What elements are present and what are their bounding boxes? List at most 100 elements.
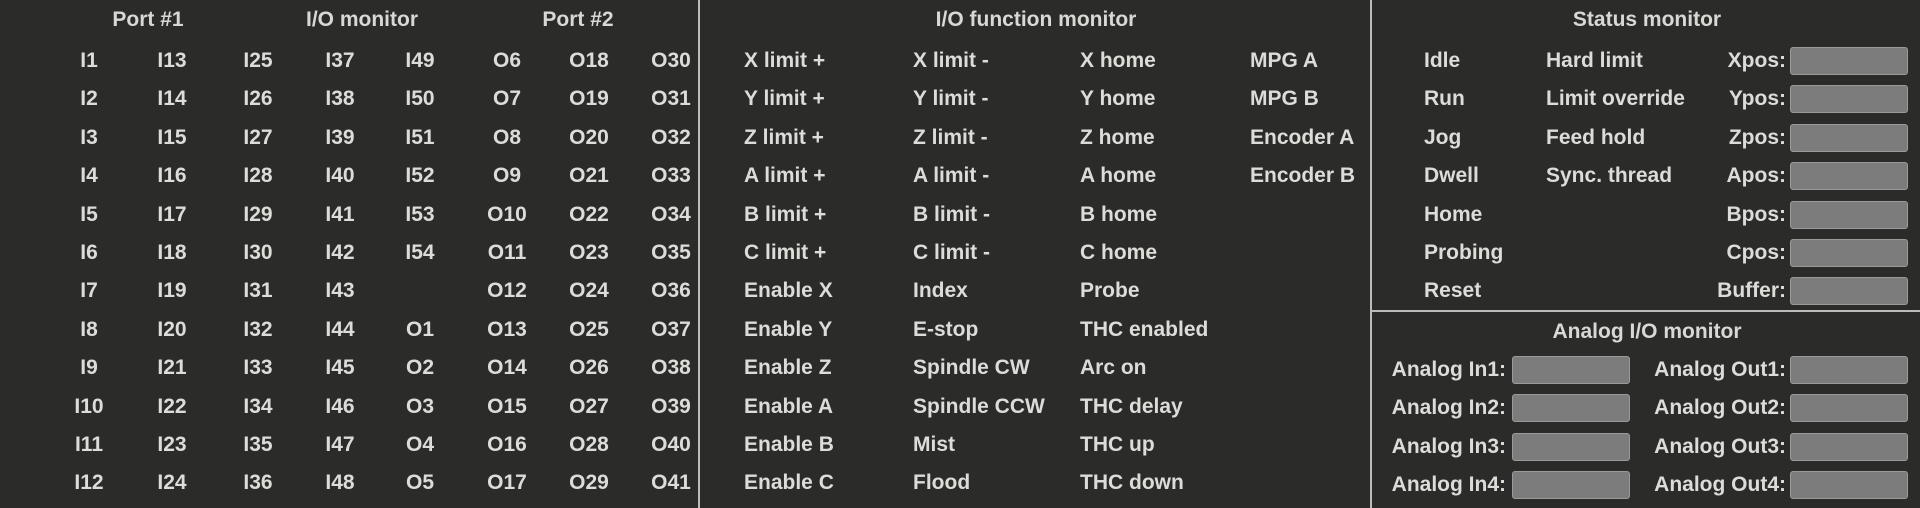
io-pin-indicator: O10 — [487, 202, 527, 226]
io-pin-indicator: O3 — [405, 394, 435, 418]
io-function-indicator: X limit + — [744, 49, 826, 72]
io-pin-indicator: I7 — [80, 279, 98, 303]
io-pin-indicator: I17 — [157, 202, 187, 226]
io-function-monitor-panel: I/O function monitor X limit +Y limit +Z… — [698, 0, 1370, 508]
io-pin-indicator: O17 — [487, 471, 527, 495]
analog-output-readout — [1790, 356, 1908, 384]
io-pin-indicator: O28 — [569, 433, 609, 456]
position-readout-field — [1790, 162, 1908, 191]
io-pin-indicator: O22 — [569, 202, 609, 226]
io-function-indicator: C home — [1080, 241, 1158, 264]
io-function-indicator: THC down — [1080, 471, 1184, 495]
io-function-indicator: Probe — [1080, 279, 1140, 303]
io-pin-indicator: I14 — [157, 87, 187, 111]
position-field-label: Zpos: — [1728, 125, 1786, 149]
io-function-indicator: MPG B — [1250, 87, 1319, 111]
io-pin-indicator: I43 — [325, 279, 355, 303]
io-pin-indicator: I3 — [80, 125, 98, 149]
io-function-indicator: Y home — [1080, 87, 1156, 111]
position-field-label: Bpos: — [1726, 202, 1787, 226]
status-flag-indicator: Feed hold — [1546, 125, 1646, 149]
io-function-indicator: THC up — [1080, 433, 1155, 456]
io-pin-indicator: I45 — [325, 356, 355, 380]
io-pin-indicator: I32 — [243, 317, 273, 341]
io-pin-indicator: O27 — [569, 394, 609, 418]
io-function-indicator: Z home — [1080, 125, 1155, 149]
io-function-indicator: Encoder B — [1250, 164, 1356, 188]
io-pin-indicator: I38 — [325, 87, 355, 111]
status-state-indicator: Dwell — [1424, 164, 1479, 188]
analog-input-readout — [1512, 394, 1630, 423]
io-pin-indicator: I5 — [80, 202, 98, 226]
io-pin-indicator: I6 — [80, 241, 98, 264]
io-pin-indicator: I31 — [243, 279, 273, 303]
io-function-indicator: A home — [1080, 164, 1157, 188]
io-pin-indicator: I2 — [80, 87, 98, 111]
io-pin-indicator: I18 — [157, 241, 187, 264]
position-readout-field — [1790, 85, 1908, 114]
io-pin-indicator: I20 — [157, 317, 187, 341]
io-pin-indicator: I53 — [405, 202, 435, 226]
io-pin-indicator: I47 — [325, 433, 355, 456]
status-state-indicator: Probing — [1424, 241, 1504, 264]
io-pin-indicator: O15 — [487, 394, 527, 418]
io-pin-indicator: I21 — [157, 356, 187, 380]
io-function-indicator: A limit + — [744, 164, 826, 188]
position-readout-field — [1790, 47, 1908, 75]
io-pin-indicator: I40 — [325, 164, 355, 188]
port1-header: Port #1 — [112, 8, 184, 31]
analog-output-label: Analog Out3: — [1654, 434, 1786, 458]
status-state-indicator: Run — [1424, 87, 1465, 111]
io-function-indicator: Arc on — [1080, 356, 1147, 380]
io-pin-indicator: I26 — [243, 87, 273, 111]
io-function-indicator: Enable Z — [744, 356, 832, 380]
position-field-label: Buffer: — [1717, 279, 1786, 303]
io-pin-indicator: O37 — [651, 317, 691, 341]
analog-io-monitor-panel: Analog I/O monitor Analog In1:Analog In2… — [1370, 310, 1920, 508]
io-pin-indicator: I13 — [157, 49, 187, 72]
io-pin-indicator: I41 — [325, 202, 355, 226]
io-pin-indicator: O32 — [651, 125, 691, 149]
io-pin-indicator: I33 — [243, 356, 273, 380]
analog-input-readout — [1512, 432, 1630, 461]
io-function-indicator: Index — [913, 279, 968, 303]
io-pin-indicator: O41 — [651, 471, 691, 495]
analog-io-monitor-title: Analog I/O monitor — [1552, 320, 1742, 343]
io-pin-indicator: I10 — [74, 394, 104, 418]
io-pin-indicator: I30 — [243, 241, 273, 264]
io-pin-indicator: I37 — [325, 49, 355, 72]
io-pin-indicator: I28 — [243, 164, 273, 188]
io-function-indicator: Enable X — [744, 279, 833, 303]
io-pin-indicator: I34 — [243, 394, 273, 418]
io-pin-indicator: I44 — [325, 317, 355, 341]
io-pin-indicator: I23 — [157, 433, 187, 456]
io-pin-indicator: O4 — [405, 433, 435, 456]
status-monitor-title: Status monitor — [1572, 8, 1722, 31]
io-pin-indicator: O14 — [487, 356, 527, 380]
position-readout-field — [1790, 123, 1908, 152]
io-pin-indicator: O24 — [569, 279, 609, 303]
io-pin-indicator: I9 — [80, 356, 98, 380]
io-pin-indicator: I50 — [405, 87, 435, 111]
io-pin-indicator: O36 — [651, 279, 691, 303]
io-function-indicator: X home — [1080, 49, 1156, 72]
io-function-indicator: X limit - — [913, 49, 989, 72]
io-pin-indicator: O40 — [651, 433, 691, 456]
io-function-indicator: B home — [1080, 202, 1158, 226]
io-pin-indicator: I42 — [325, 241, 355, 264]
io-function-monitor-title: I/O function monitor — [935, 8, 1137, 31]
io-pin-indicator: I49 — [405, 49, 435, 72]
io-pin-indicator: I15 — [157, 125, 187, 149]
io-pin-indicator: I27 — [243, 125, 273, 149]
analog-output-readout — [1790, 432, 1908, 461]
io-pin-indicator: I48 — [325, 471, 355, 495]
io-pin-indicator: O35 — [651, 241, 691, 264]
io-pin-indicator: I11 — [74, 433, 104, 456]
io-pin-indicator: O34 — [651, 202, 691, 226]
io-pin-indicator: I24 — [157, 471, 187, 495]
io-pin-indicator: O31 — [651, 87, 691, 111]
io-pin-indicator: I35 — [243, 433, 273, 456]
io-pin-indicator: I39 — [325, 125, 355, 149]
io-function-indicator: Spindle CCW — [913, 394, 1045, 418]
